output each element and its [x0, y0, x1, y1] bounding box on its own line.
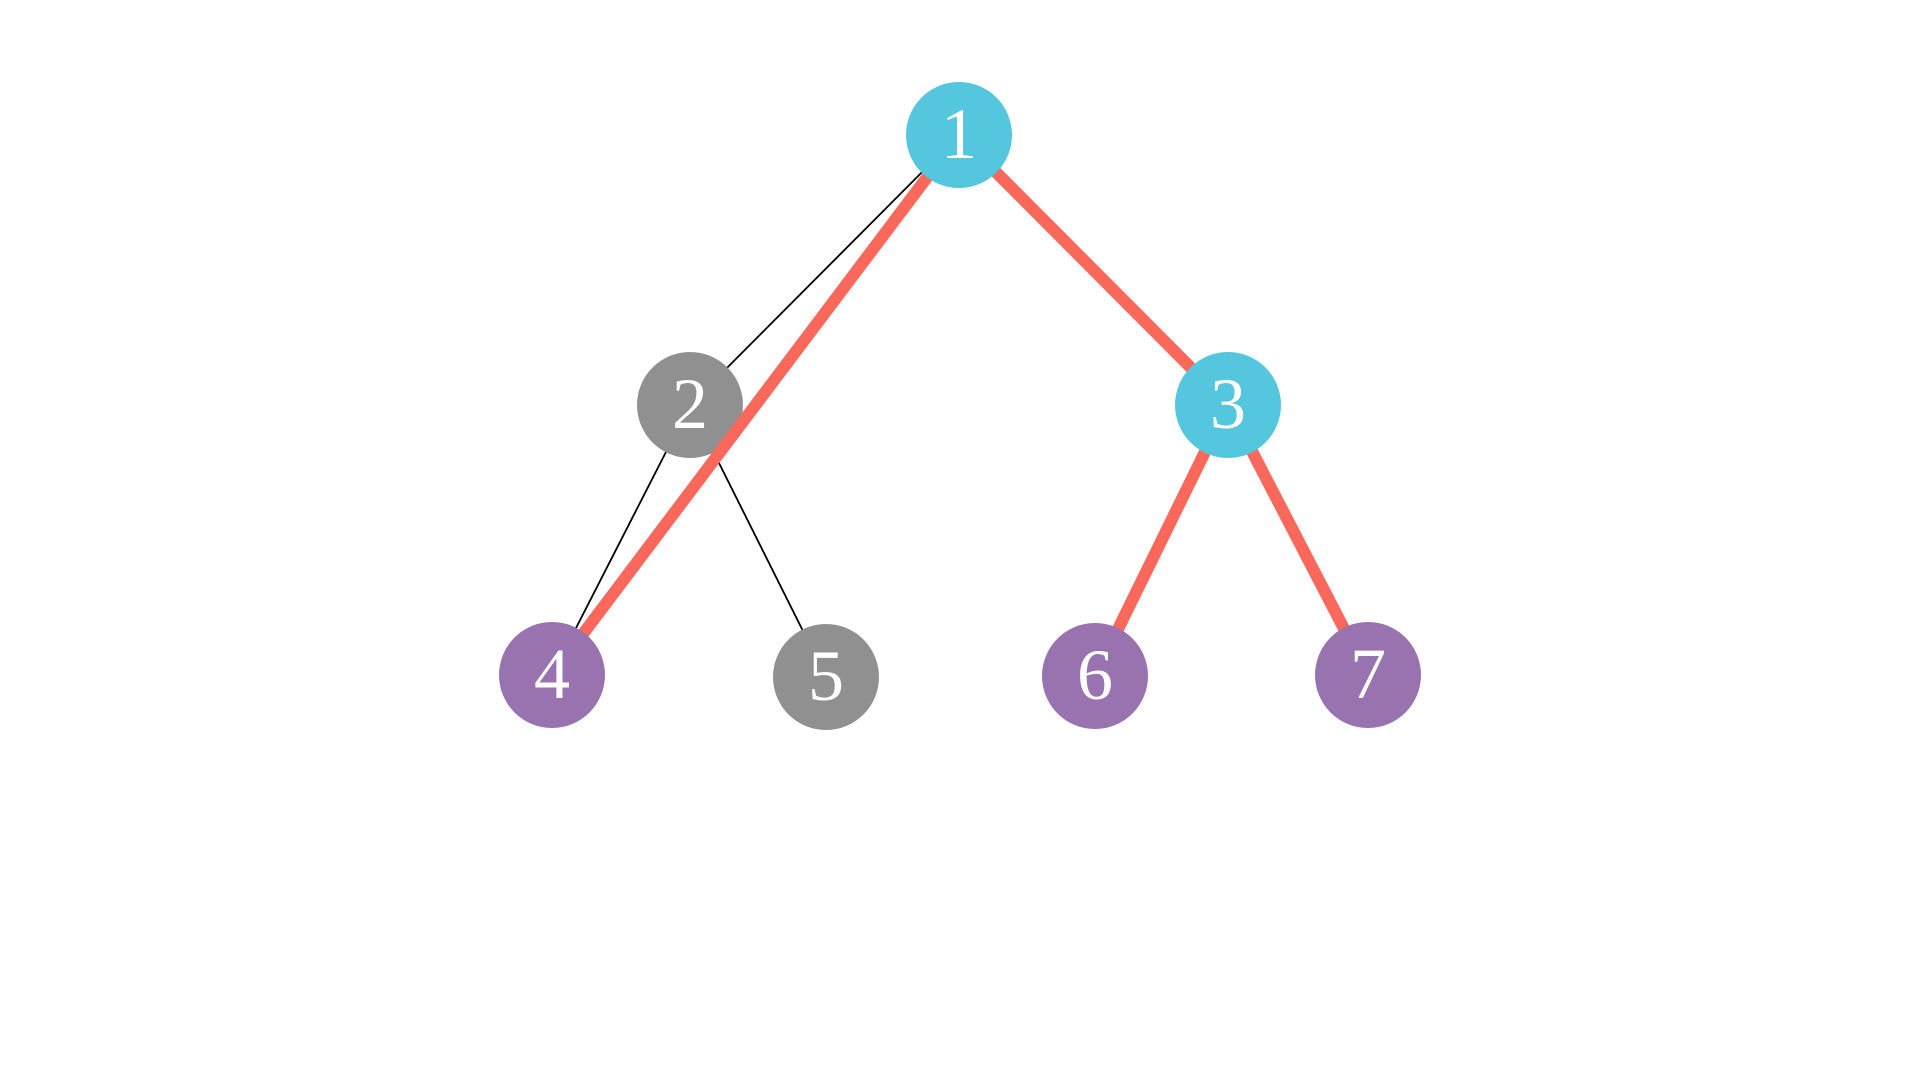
node-7: [1315, 622, 1421, 728]
node-4: [499, 622, 605, 728]
node-1: [906, 82, 1012, 188]
node-2: [637, 352, 743, 458]
edge-1-2: [689, 134, 960, 406]
edge-1-4-highlighted: [547, 131, 964, 679]
node-5: [773, 624, 879, 730]
node-6: [1042, 623, 1148, 729]
edge-1-3-highlighted: [954, 130, 1233, 410]
node-3: [1175, 352, 1281, 458]
